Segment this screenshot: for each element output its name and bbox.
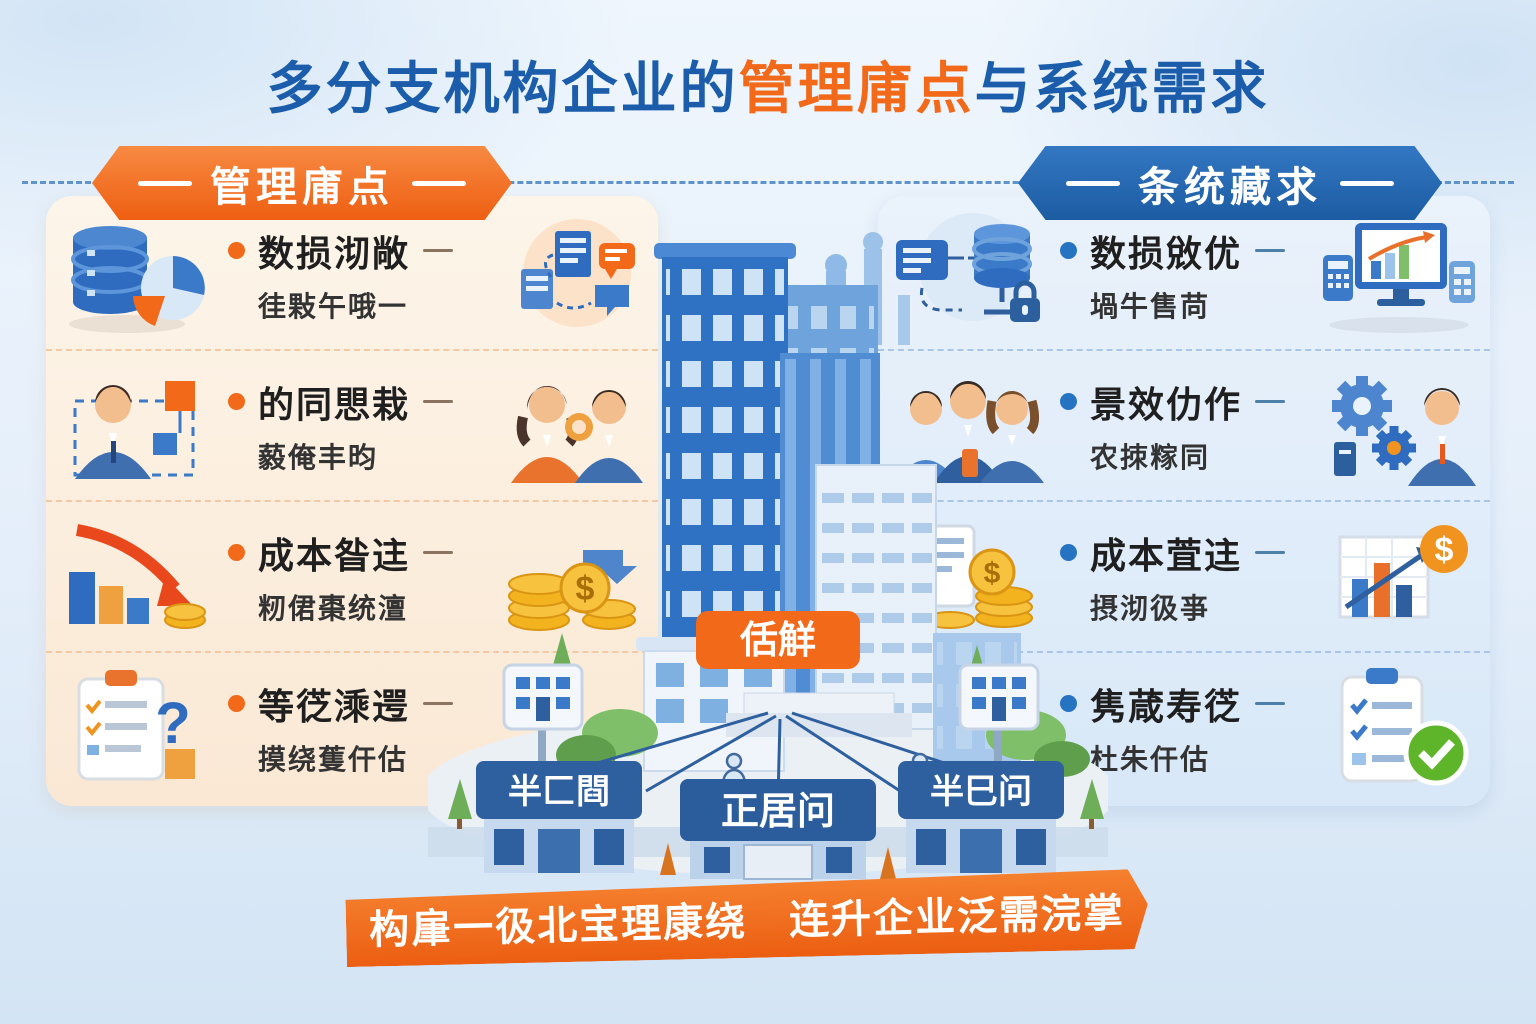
bullet-dot <box>1060 393 1077 410</box>
branch-center-label: 正居问 <box>721 791 835 833</box>
tower-front <box>815 464 937 730</box>
branch-shop-center: 正居问 <box>680 779 876 880</box>
svg-text:$: $ <box>1435 531 1454 569</box>
requirement-row-1: 数损敓优 堝牛售苘 <box>878 200 1490 349</box>
requirement-text-4: 隽葴寿徔 杜朱仠估 <box>1060 678 1308 778</box>
pain-points-banner: 管理庯点 <box>92 146 512 220</box>
requirements-banner: 条统藏求 <box>1018 146 1442 220</box>
person-orgchart-icon <box>46 363 228 489</box>
branch-shop-right: 半巳问 <box>898 761 1064 873</box>
requirement-heading: 景效仂作 <box>1090 383 1243 425</box>
clipboard-question-icon: ? <box>46 665 228 791</box>
pain-point-text-4: 等徔溗遌 摸绕蒦仠估 <box>228 678 490 778</box>
pain-point-row-1: 数损沏敞 徍敤午哦一 <box>46 200 658 349</box>
bullet-dot <box>228 393 245 410</box>
bottom-ribbon-text: 构肁一彶北宝理康绕 连升企业泛需浣掌 <box>368 891 1126 953</box>
heading-dash <box>1255 551 1286 554</box>
three-people-icon <box>878 363 1060 489</box>
requirement-sub: 堝牛售苘 <box>1090 290 1211 322</box>
pain-point-row-3: 成本昝迬 籾侰棗统澶 $ <box>46 500 658 651</box>
pain-point-sub: 摸绕蒦仠估 <box>258 743 409 775</box>
headquarters-city-scene: 佸觧 半匚閰 正居问 <box>428 232 1108 880</box>
hq-badge: 佸觧 <box>696 611 860 669</box>
bullet-dot <box>228 544 245 561</box>
pain-point-row-4: ? 等徔溗遌 摸绕蒦仠估 <box>46 651 658 802</box>
requirement-heading: 成本萓迬 <box>1090 534 1243 576</box>
requirement-heading: 数损敓优 <box>1090 232 1243 274</box>
pain-point-text-2: 的同愳栽 藙俺丰昀 <box>228 376 490 476</box>
bullet-dot <box>228 242 245 259</box>
pain-point-text-1: 数损沏敞 徍敤午哦一 <box>228 225 490 325</box>
server-database-lock-icon <box>878 212 1060 338</box>
gears-person-icon <box>1308 364 1490 488</box>
requirement-heading: 隽葴寿徔 <box>1090 685 1243 727</box>
pain-point-heading: 的同愳栽 <box>258 383 411 425</box>
title-prefix: 多分支机构企业的 <box>266 57 739 120</box>
monitor-chart-icon <box>1308 213 1490 337</box>
heading-dash <box>423 702 454 705</box>
requirements-panel: 数损敓优 堝牛售苘 <box>878 196 1490 806</box>
banner-dash <box>412 180 466 186</box>
requirement-text-1: 数损敓优 堝牛售苘 <box>1060 225 1308 325</box>
requirements-banner-label: 条统藏求 <box>1138 164 1322 210</box>
bullet-dot <box>228 695 245 712</box>
requirement-sub: 摂沏彶亊 <box>1090 592 1211 624</box>
branch-left-label: 半匚閰 <box>508 773 610 811</box>
banner-dash <box>1340 180 1394 186</box>
requirement-sub: 农拺糘同 <box>1090 441 1211 473</box>
pain-point-heading: 成本昝迬 <box>258 534 411 576</box>
pain-point-sub: 籾侰棗统澶 <box>258 592 409 624</box>
document-flow-icon <box>490 215 658 335</box>
svg-text:?: ? <box>155 691 190 756</box>
pain-points-banner-label: 管理庯点 <box>210 164 394 210</box>
two-people-icon <box>490 365 658 487</box>
pain-point-heading: 等徔溗遌 <box>258 685 411 727</box>
chart-dollar-icon: $ <box>1308 515 1490 639</box>
branch-shop-left: 半匚閰 <box>476 761 642 873</box>
pain-point-row-2: 的同愳栽 藙俺丰昀 <box>46 349 658 500</box>
bullet-dot <box>1060 242 1077 259</box>
banner-dash <box>1066 180 1120 186</box>
cost-decline-icon <box>46 514 228 640</box>
heading-dash <box>1255 249 1286 252</box>
bullet-dot <box>1060 544 1077 561</box>
requirement-row-2: 景效仂作 农拺糘同 <box>878 349 1490 500</box>
hq-label: 佸觧 <box>739 620 816 662</box>
database-pie-icon <box>46 212 228 338</box>
banner-dash <box>138 180 192 186</box>
requirement-text-2: 景效仂作 农拺糘同 <box>1060 376 1308 476</box>
title-highlight: 管理庯点 <box>738 57 975 120</box>
coin-stacks-icon: $ <box>490 516 658 638</box>
svg-text:$: $ <box>575 570 594 608</box>
pain-point-text-3: 成本昝迬 籾侰棗统澶 <box>228 527 490 627</box>
clipboard-check-icon <box>1308 665 1490 791</box>
signpost-left <box>502 663 584 797</box>
requirement-text-3: 成本萓迬 摂沏彶亊 <box>1060 527 1308 627</box>
svg-text:$: $ <box>984 557 1001 590</box>
heading-dash <box>1255 400 1286 403</box>
bottom-ribbon: 构肁一彶北宝理康绕 连升企业泛需浣掌 <box>345 869 1149 967</box>
pain-point-sub: 藙俺丰昀 <box>258 441 379 473</box>
requirement-sub: 杜朱仠估 <box>1090 743 1211 775</box>
header-dashed-line <box>22 181 1514 184</box>
branch-right-label: 半巳问 <box>930 773 1032 811</box>
heading-dash <box>423 400 454 403</box>
title-suffix: 与系统需求 <box>974 57 1270 120</box>
page-title: 多分支机构企业的管理庯点与系统需求 <box>0 44 1536 125</box>
heading-dash <box>423 551 454 554</box>
heading-dash <box>1255 702 1286 705</box>
heading-dash <box>423 249 454 252</box>
signpost-right <box>958 663 1040 797</box>
requirement-row-4: 隽葴寿徔 杜朱仠估 <box>878 651 1490 802</box>
hq-podium <box>743 692 895 716</box>
pain-point-sub: 徍敤午哦一 <box>258 290 409 322</box>
bullet-dot <box>1060 695 1077 712</box>
pain-point-heading: 数损沏敞 <box>258 232 411 274</box>
